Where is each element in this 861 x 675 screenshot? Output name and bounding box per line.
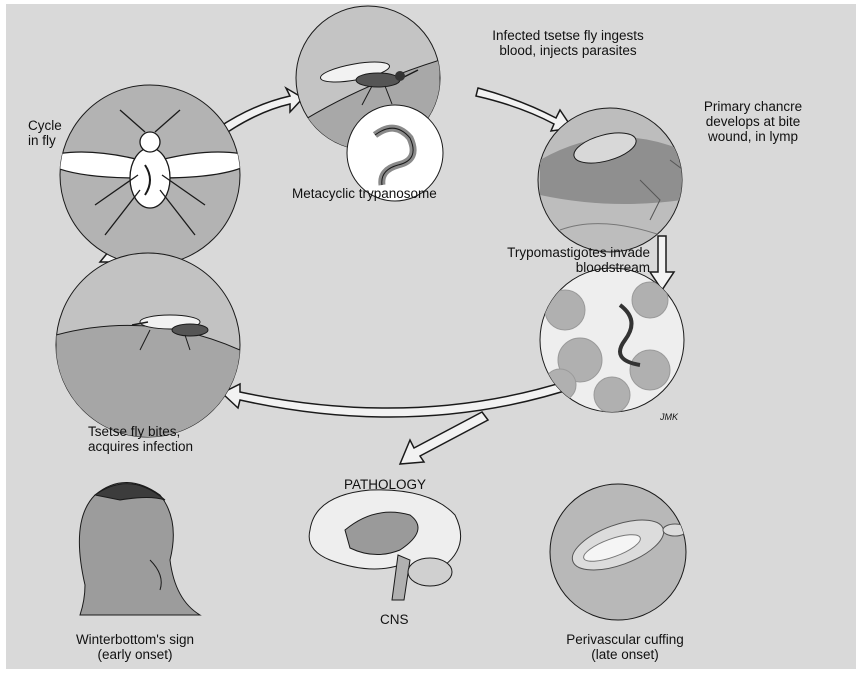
label-chancre-line1: Primary chancre xyxy=(650,99,856,114)
label-chancre-line2: develops at bite xyxy=(650,114,856,129)
label-infected-fly: Infected tsetse fly ingests blood, injec… xyxy=(448,28,688,58)
fly-bites-circle xyxy=(56,253,240,440)
label-trypomastigotes-line1: Trypomastigotes invade xyxy=(430,245,650,260)
label-perivascular-line2: (late onset) xyxy=(535,647,715,662)
artist-signature: JMK xyxy=(660,410,678,425)
label-perivascular-line1: Perivascular cuffing xyxy=(535,632,715,647)
label-trypomastigotes: Trypomastigotes invade bloodstream xyxy=(430,245,650,275)
label-cycle-in-fly: Cycle in fly xyxy=(28,118,62,148)
label-trypomastigotes-line2: bloodstream xyxy=(430,260,650,275)
label-chancre-line3: wound, in lymp xyxy=(650,129,856,144)
label-fly-bites-line2: acquires infection xyxy=(88,439,193,454)
arrow-blood-to-bite xyxy=(222,378,580,417)
fly-cycle-circle xyxy=(40,85,258,265)
label-metacyclic: Metacyclic trypanosome xyxy=(292,186,437,201)
label-winterbottom: Winterbottom's sign (early onset) xyxy=(40,632,230,662)
arrow-to-pathology xyxy=(400,412,488,464)
bloodstream-circle xyxy=(540,268,684,413)
label-winterbottom-line2: (early onset) xyxy=(40,647,230,662)
label-cycle-line1: Cycle xyxy=(28,118,62,133)
winterbottom-head xyxy=(79,483,200,616)
label-fly-bites: Tsetse fly bites, acquires infection xyxy=(88,424,193,454)
perivascular-circle xyxy=(550,484,687,620)
label-chancre: Primary chancre develops at bite wound, … xyxy=(650,99,856,144)
label-pathology: PATHOLOGY xyxy=(344,477,426,492)
cns-brain xyxy=(309,490,460,600)
label-winterbottom-line1: Winterbottom's sign xyxy=(40,632,230,647)
label-fly-bites-line1: Tsetse fly bites, xyxy=(88,424,193,439)
label-infected-fly-line2: blood, injects parasites xyxy=(448,43,688,58)
label-infected-fly-line1: Infected tsetse fly ingests xyxy=(448,28,688,43)
label-cycle-line2: in fly xyxy=(28,133,62,148)
label-perivascular: Perivascular cuffing (late onset) xyxy=(535,632,715,662)
arrow-top-to-chancre xyxy=(476,88,572,131)
label-cns: CNS xyxy=(380,612,409,627)
